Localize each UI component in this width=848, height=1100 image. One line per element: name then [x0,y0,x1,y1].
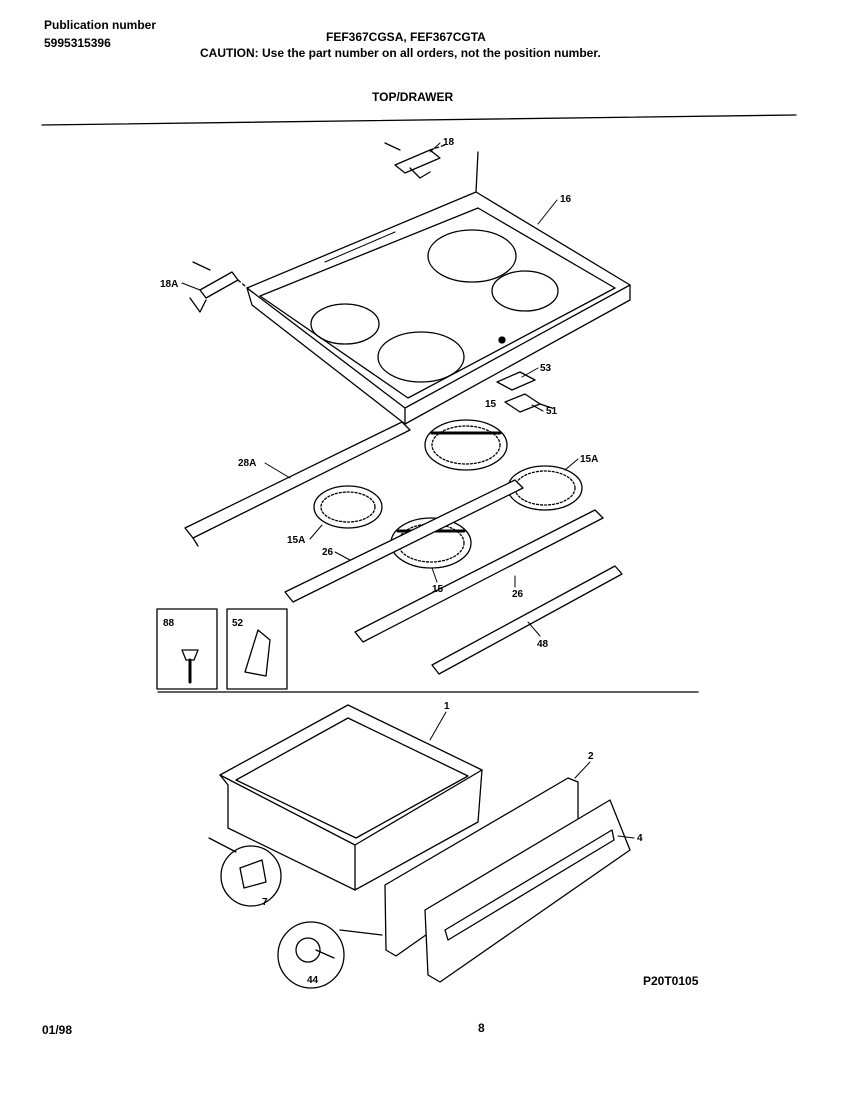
publication-number: 5995315396 [44,36,111,50]
callout-51: 51 [546,406,558,417]
inset-screw-88 [156,608,218,690]
burner-ring-rear-small [491,270,559,312]
burner-ring-front-small [310,303,380,345]
callout-15-bottom: 15 [432,584,444,595]
rail-26-left [284,479,524,603]
caution-note: CAUTION: Use the part number on all orde… [200,46,601,60]
callout-18a: 18A [160,279,178,290]
switch-53 [496,371,536,391]
callout-52: 52 [232,618,244,629]
callout-26-left: 26 [322,547,334,558]
callout-2: 2 [588,751,594,762]
callout-1: 1 [444,701,450,712]
callout-16: 16 [560,194,572,205]
callout-15a-left: 15A [287,535,305,546]
model-numbers: FEF367CGSA, FEF367CGTA [326,30,486,44]
callout-7: 7 [262,897,268,908]
terminal-block-51 [504,393,553,413]
callout-48: 48 [537,639,549,650]
cooktop-panel [246,151,631,425]
stop-inset-44 [277,921,383,989]
publication-label: Publication number [44,18,157,32]
callout-88: 88 [163,618,175,629]
callout-44: 44 [307,975,319,986]
drawer-front-4 [424,799,631,983]
bracket-18a [189,261,253,313]
callout-26-right: 26 [512,589,524,600]
bracket-18 [384,142,446,179]
burner-ring-front-large [377,331,465,383]
inset-clip-52 [226,608,288,690]
callout-53: 53 [540,363,552,374]
callout-15a-right: 15A [580,454,598,465]
trim-48 [431,565,623,675]
header-divider [41,114,797,126]
roller-inset-7 [208,837,282,907]
burner-ring-rear-large [427,229,517,283]
rail-26-right [354,509,604,643]
callout-18: 18 [443,137,455,148]
element-15a-left [313,485,383,529]
rail-28a [184,421,411,547]
section-title: TOP/DRAWER [372,90,454,104]
page-number: 8 [478,1021,485,1035]
callout-4: 4 [637,833,643,844]
element-15-rear [424,419,508,471]
callout-15-top: 15 [485,399,497,410]
callout-28a: 28A [238,458,256,469]
publication-date: 01/98 [42,1023,73,1037]
drawer-body-1 [219,704,483,891]
diagram-code: P20T0105 [643,974,699,988]
